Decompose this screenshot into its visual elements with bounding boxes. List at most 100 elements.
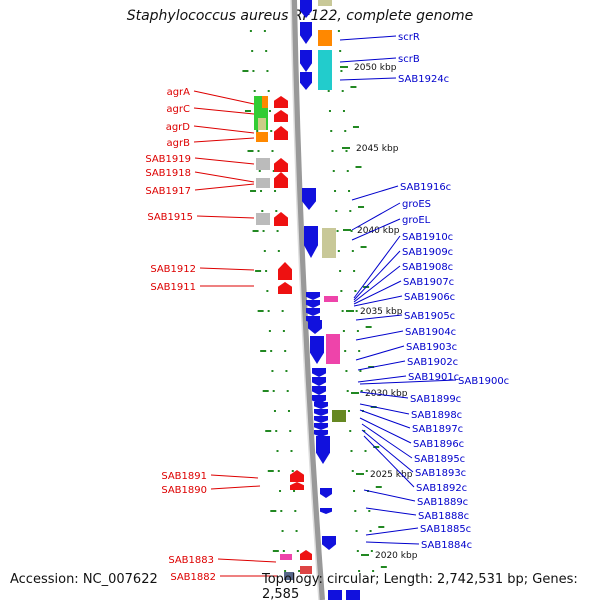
kbp-label: 2050 kbp bbox=[354, 63, 397, 73]
gene-label-sab1893c: SAB1893c bbox=[415, 468, 466, 479]
label-leader bbox=[339, 57, 397, 63]
gene-label-sab1899c: SAB1899c bbox=[410, 394, 461, 405]
kbp-label: 2020 kbp bbox=[375, 551, 418, 561]
guide-dot bbox=[277, 470, 280, 472]
map-title: Staphylococcus aureus RF122, complete ge… bbox=[126, 8, 474, 24]
kbp-label: 2025 kbp bbox=[370, 470, 413, 480]
guide-dot bbox=[346, 170, 349, 172]
gene-block bbox=[256, 213, 270, 225]
guide-dot bbox=[341, 90, 344, 92]
guide-dot bbox=[284, 570, 287, 572]
gene-arrow-reverse bbox=[312, 386, 326, 395]
guide-dot bbox=[334, 190, 337, 192]
accession-text: Accession: NC_007622 bbox=[10, 572, 158, 587]
tick-mark bbox=[252, 230, 259, 232]
gene-label-sab1915: SAB1915 bbox=[147, 212, 193, 223]
label-leader bbox=[353, 235, 401, 299]
guide-dot bbox=[346, 390, 349, 392]
guide-dot bbox=[350, 230, 353, 232]
guide-dot bbox=[363, 430, 366, 432]
gene-block bbox=[256, 132, 268, 142]
gene-arrow-reverse bbox=[312, 377, 326, 386]
guide-dot bbox=[285, 370, 288, 372]
guide-dot bbox=[282, 550, 285, 552]
kbp-tick bbox=[340, 66, 348, 68]
gene-arrow-forward bbox=[290, 482, 304, 490]
guide-dot bbox=[339, 50, 342, 52]
tick-mark bbox=[378, 526, 385, 528]
guide-dot bbox=[355, 310, 358, 312]
label-leader bbox=[193, 90, 255, 105]
guide-dot bbox=[265, 270, 268, 272]
label-leader bbox=[359, 379, 457, 385]
gene-label-sab1900c: SAB1900c bbox=[458, 376, 509, 387]
gene-label-sab1897c: SAB1897c bbox=[412, 424, 463, 435]
guide-dot bbox=[277, 250, 280, 252]
guide-dot bbox=[369, 530, 372, 532]
label-leader bbox=[193, 125, 255, 134]
guide-dot bbox=[337, 30, 340, 32]
guide-dot bbox=[347, 410, 350, 412]
guide-dot bbox=[249, 30, 252, 32]
guide-dot bbox=[354, 510, 357, 512]
guide-dot bbox=[368, 510, 371, 512]
guide-dot bbox=[291, 470, 294, 472]
guide-dot bbox=[354, 290, 357, 292]
gene-block bbox=[284, 572, 294, 580]
gene-label-sab1902c: SAB1902c bbox=[407, 357, 458, 368]
label-leader bbox=[199, 267, 255, 271]
gene-block bbox=[346, 590, 360, 600]
gene-block bbox=[256, 178, 270, 188]
guide-dot bbox=[372, 570, 375, 572]
guide-dot bbox=[272, 390, 275, 392]
label-leader bbox=[355, 314, 403, 321]
gene-arrow-reverse bbox=[314, 423, 328, 430]
gene-label-sab1896c: SAB1896c bbox=[413, 439, 464, 450]
label-leader bbox=[210, 485, 261, 490]
gene-label-sab1924c: SAB1924c bbox=[398, 74, 449, 85]
gene-block bbox=[326, 334, 340, 364]
guide-dot bbox=[344, 130, 347, 132]
tick-mark bbox=[247, 150, 254, 152]
gene-label-agra: agrA bbox=[167, 87, 191, 98]
gene-arrow-reverse bbox=[322, 536, 336, 550]
gene-block bbox=[324, 296, 338, 302]
label-leader bbox=[217, 558, 277, 563]
guide-dot bbox=[359, 370, 362, 372]
gene-arrow-forward bbox=[274, 212, 288, 226]
guide-dot bbox=[349, 430, 352, 432]
label-leader bbox=[361, 423, 413, 459]
gene-arrow-forward bbox=[278, 282, 292, 294]
guide-dot bbox=[287, 410, 290, 412]
label-leader bbox=[355, 345, 405, 361]
gene-block bbox=[262, 96, 268, 108]
guide-dot bbox=[286, 390, 289, 392]
tick-mark bbox=[360, 246, 367, 248]
guide-dot bbox=[272, 170, 275, 172]
guide-dot bbox=[253, 90, 256, 92]
gene-label-groel: groEL bbox=[402, 215, 431, 226]
guide-dot bbox=[364, 450, 367, 452]
gene-arrow-reverse bbox=[320, 508, 332, 514]
gene-label-sab1892c: SAB1892c bbox=[416, 483, 467, 494]
gene-arrow-reverse bbox=[300, 72, 312, 90]
guide-dot bbox=[252, 70, 255, 72]
guide-dot bbox=[266, 290, 269, 292]
gene-arrow-reverse bbox=[304, 226, 318, 258]
guide-dot bbox=[345, 370, 348, 372]
kbp-tick bbox=[351, 392, 359, 394]
gene-arrow-forward bbox=[274, 126, 288, 140]
guide-dot bbox=[341, 310, 344, 312]
guide-dot bbox=[279, 490, 282, 492]
label-leader bbox=[194, 183, 255, 191]
guide-dot bbox=[298, 570, 301, 572]
gene-label-sab1912: SAB1912 bbox=[150, 264, 196, 275]
kbp-tick bbox=[356, 473, 364, 475]
tick-mark bbox=[365, 326, 372, 328]
gene-label-sab1904c: SAB1904c bbox=[405, 327, 456, 338]
gene-label-sab1895c: SAB1895c bbox=[414, 454, 465, 465]
gene-arrow-forward bbox=[274, 172, 288, 188]
guide-dot bbox=[276, 230, 279, 232]
guide-dot bbox=[349, 210, 352, 212]
guide-dot bbox=[282, 330, 285, 332]
